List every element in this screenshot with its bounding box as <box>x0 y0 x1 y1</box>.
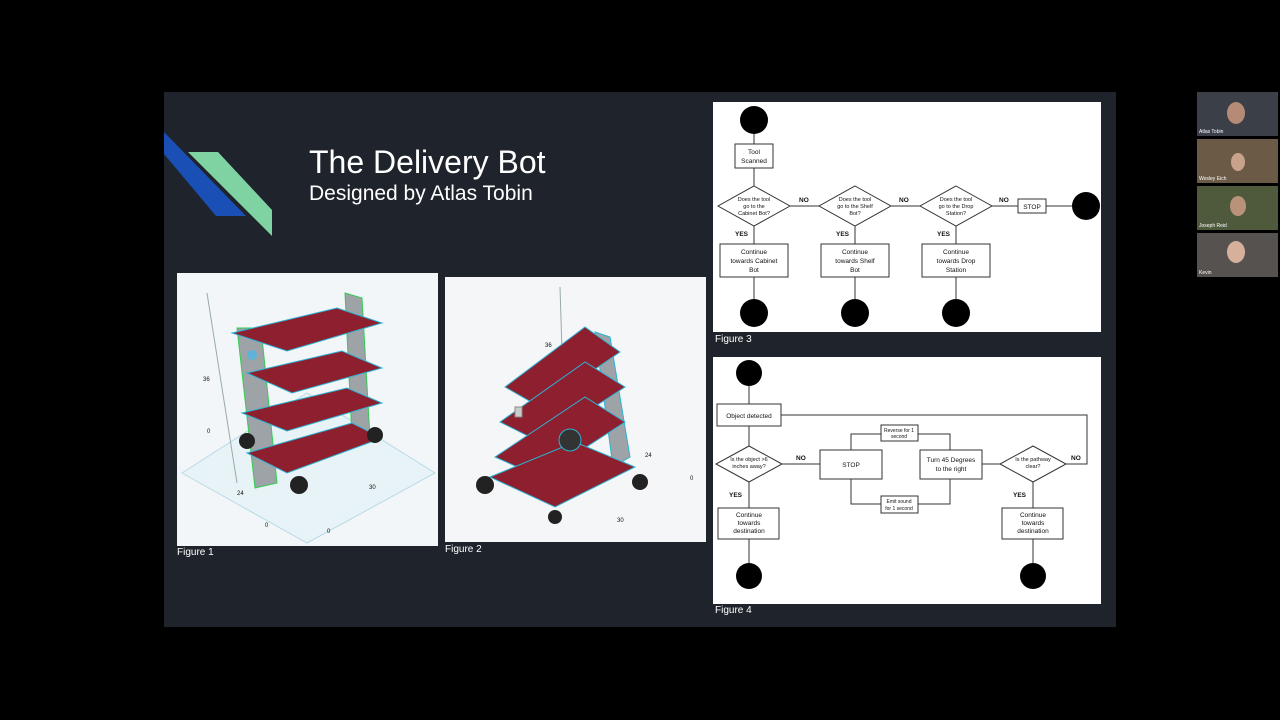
fc3-end-node <box>1072 192 1100 220</box>
fig1-height-label: 36 <box>203 377 210 383</box>
figure-2-caption: Figure 2 <box>445 544 482 555</box>
fc4-c2-3: destination <box>1017 528 1049 535</box>
fc3-a2-2: towards Shelf <box>835 258 875 265</box>
fc4-c2-2: towards <box>1022 520 1046 527</box>
fc4-q2-2: clear? <box>1026 464 1041 470</box>
fc4-yes-2: YES <box>1013 492 1027 499</box>
fig1-zero-c: 0 <box>327 529 331 535</box>
presentation-slide: The Delivery Bot Designed by Atlas Tobin… <box>164 92 1116 627</box>
fc3-a1-1: Continue <box>741 249 767 256</box>
fc4-turn-1: Turn 45 Degrees <box>927 457 976 464</box>
fig2-width-label: 24 <box>645 453 652 459</box>
fc3-yes-2: YES <box>836 231 850 238</box>
fc4-q2-1: Is the pathway <box>1015 457 1051 463</box>
fc3-q3-1: Does the tool <box>940 197 972 203</box>
fig1-zero-a: 0 <box>207 429 211 435</box>
figure-4-flowchart: Object detected Is the object >6 inches … <box>713 357 1101 604</box>
fc3-a3-2: towards Drop <box>937 258 976 265</box>
fc4-no-2: NO <box>1071 455 1081 462</box>
fc3-q1-1: Does the tool <box>738 197 770 203</box>
fc4-q1-2: inches away? <box>732 464 765 470</box>
fc4-yes-1: YES <box>729 492 743 499</box>
slide-subtitle: Designed by Atlas Tobin <box>309 182 533 205</box>
fc4-object-detected: Object detected <box>726 413 772 420</box>
fig1-depth-label: 30 <box>369 485 376 491</box>
fc4-c1-2: towards <box>738 520 762 527</box>
fc4-c1-1: Continue <box>736 512 762 519</box>
fc4-no-1: NO <box>796 455 806 462</box>
fc4-turn-2: to the right <box>936 466 967 473</box>
fc3-yes-3: YES <box>937 231 951 238</box>
fig2-zero-label: 0 <box>690 476 694 482</box>
participant-name-3: Joseph Reid <box>1199 223 1227 229</box>
fig2-depth-label: 30 <box>617 518 624 524</box>
slide-logo-decoration <box>164 132 272 236</box>
figure-4-caption: Figure 4 <box>715 605 752 616</box>
fc3-a2-3: Bot <box>850 267 860 274</box>
participant-video-3[interactable]: Joseph Reid <box>1197 186 1278 230</box>
fc3-a3-3: Station <box>946 267 967 274</box>
fig2-height-label: 36 <box>545 343 552 349</box>
fc3-q2-1: Does the tool <box>839 197 871 203</box>
fc3-q2-3: Bot? <box>849 211 860 217</box>
fc4-reverse-2: second <box>891 434 907 440</box>
participant-video-2[interactable]: Wesley Eich <box>1197 139 1278 183</box>
fc4-c1-3: destination <box>733 528 765 535</box>
fc3-q2-2: go to the Shelf <box>837 204 873 210</box>
fc3-q3-2: go to the Drop <box>939 204 974 210</box>
fc4-start-node <box>736 360 762 386</box>
participant-name-4: Kevin <box>1199 270 1212 276</box>
fc3-stop: STOP <box>1023 204 1041 211</box>
fc4-stop: STOP <box>842 462 860 469</box>
fc3-a1-2: towards Cabinet <box>731 258 778 265</box>
fc3-tool-scanned-1: Tool <box>748 149 760 156</box>
fc3-a3-1: Continue <box>943 249 969 256</box>
fc3-a2-1: Continue <box>842 249 868 256</box>
fc3-no-2: NO <box>899 197 909 204</box>
figure-1-caption: Figure 1 <box>177 547 214 558</box>
fc3-q3-3: Station? <box>946 211 966 217</box>
figure-1-image: 36 24 30 0 0 0 <box>177 273 438 546</box>
figure-3-caption: Figure 3 <box>715 334 752 345</box>
figure-2-image: 36 24 30 0 <box>445 277 706 542</box>
participant-video-4[interactable]: Kevin <box>1197 233 1278 277</box>
fc3-yes-1: YES <box>735 231 749 238</box>
fc4-c2-1: Continue <box>1020 512 1046 519</box>
fig1-zero-b: 0 <box>265 523 269 529</box>
participant-name-1: Atlas Tobin <box>1199 129 1224 135</box>
fig1-width-label: 24 <box>237 491 244 497</box>
fc3-a1-3: Bot <box>749 267 759 274</box>
fc4-q1-1: Is the object >6 <box>730 457 767 463</box>
fc3-q1-3: Cabinet Bot? <box>738 211 770 217</box>
participant-name-2: Wesley Eich <box>1199 176 1227 182</box>
figure-3-flowchart: Tool Scanned Does the tool go to the Cab… <box>713 102 1101 332</box>
fc3-no-1: NO <box>799 197 809 204</box>
fc3-start-node <box>740 106 768 134</box>
fc4-reverse-1: Reverse for 1 <box>884 428 914 434</box>
fc4-emit-2: for 1 second <box>885 506 913 512</box>
fc3-q1-2: go to the <box>743 204 764 210</box>
fc3-no-3: NO <box>999 197 1009 204</box>
slide-title: The Delivery Bot <box>309 144 546 180</box>
fc3-tool-scanned-2: Scanned <box>741 158 767 165</box>
fc4-emit-1: Emit sound <box>886 499 911 505</box>
participant-video-1[interactable]: Atlas Tobin <box>1197 92 1278 136</box>
